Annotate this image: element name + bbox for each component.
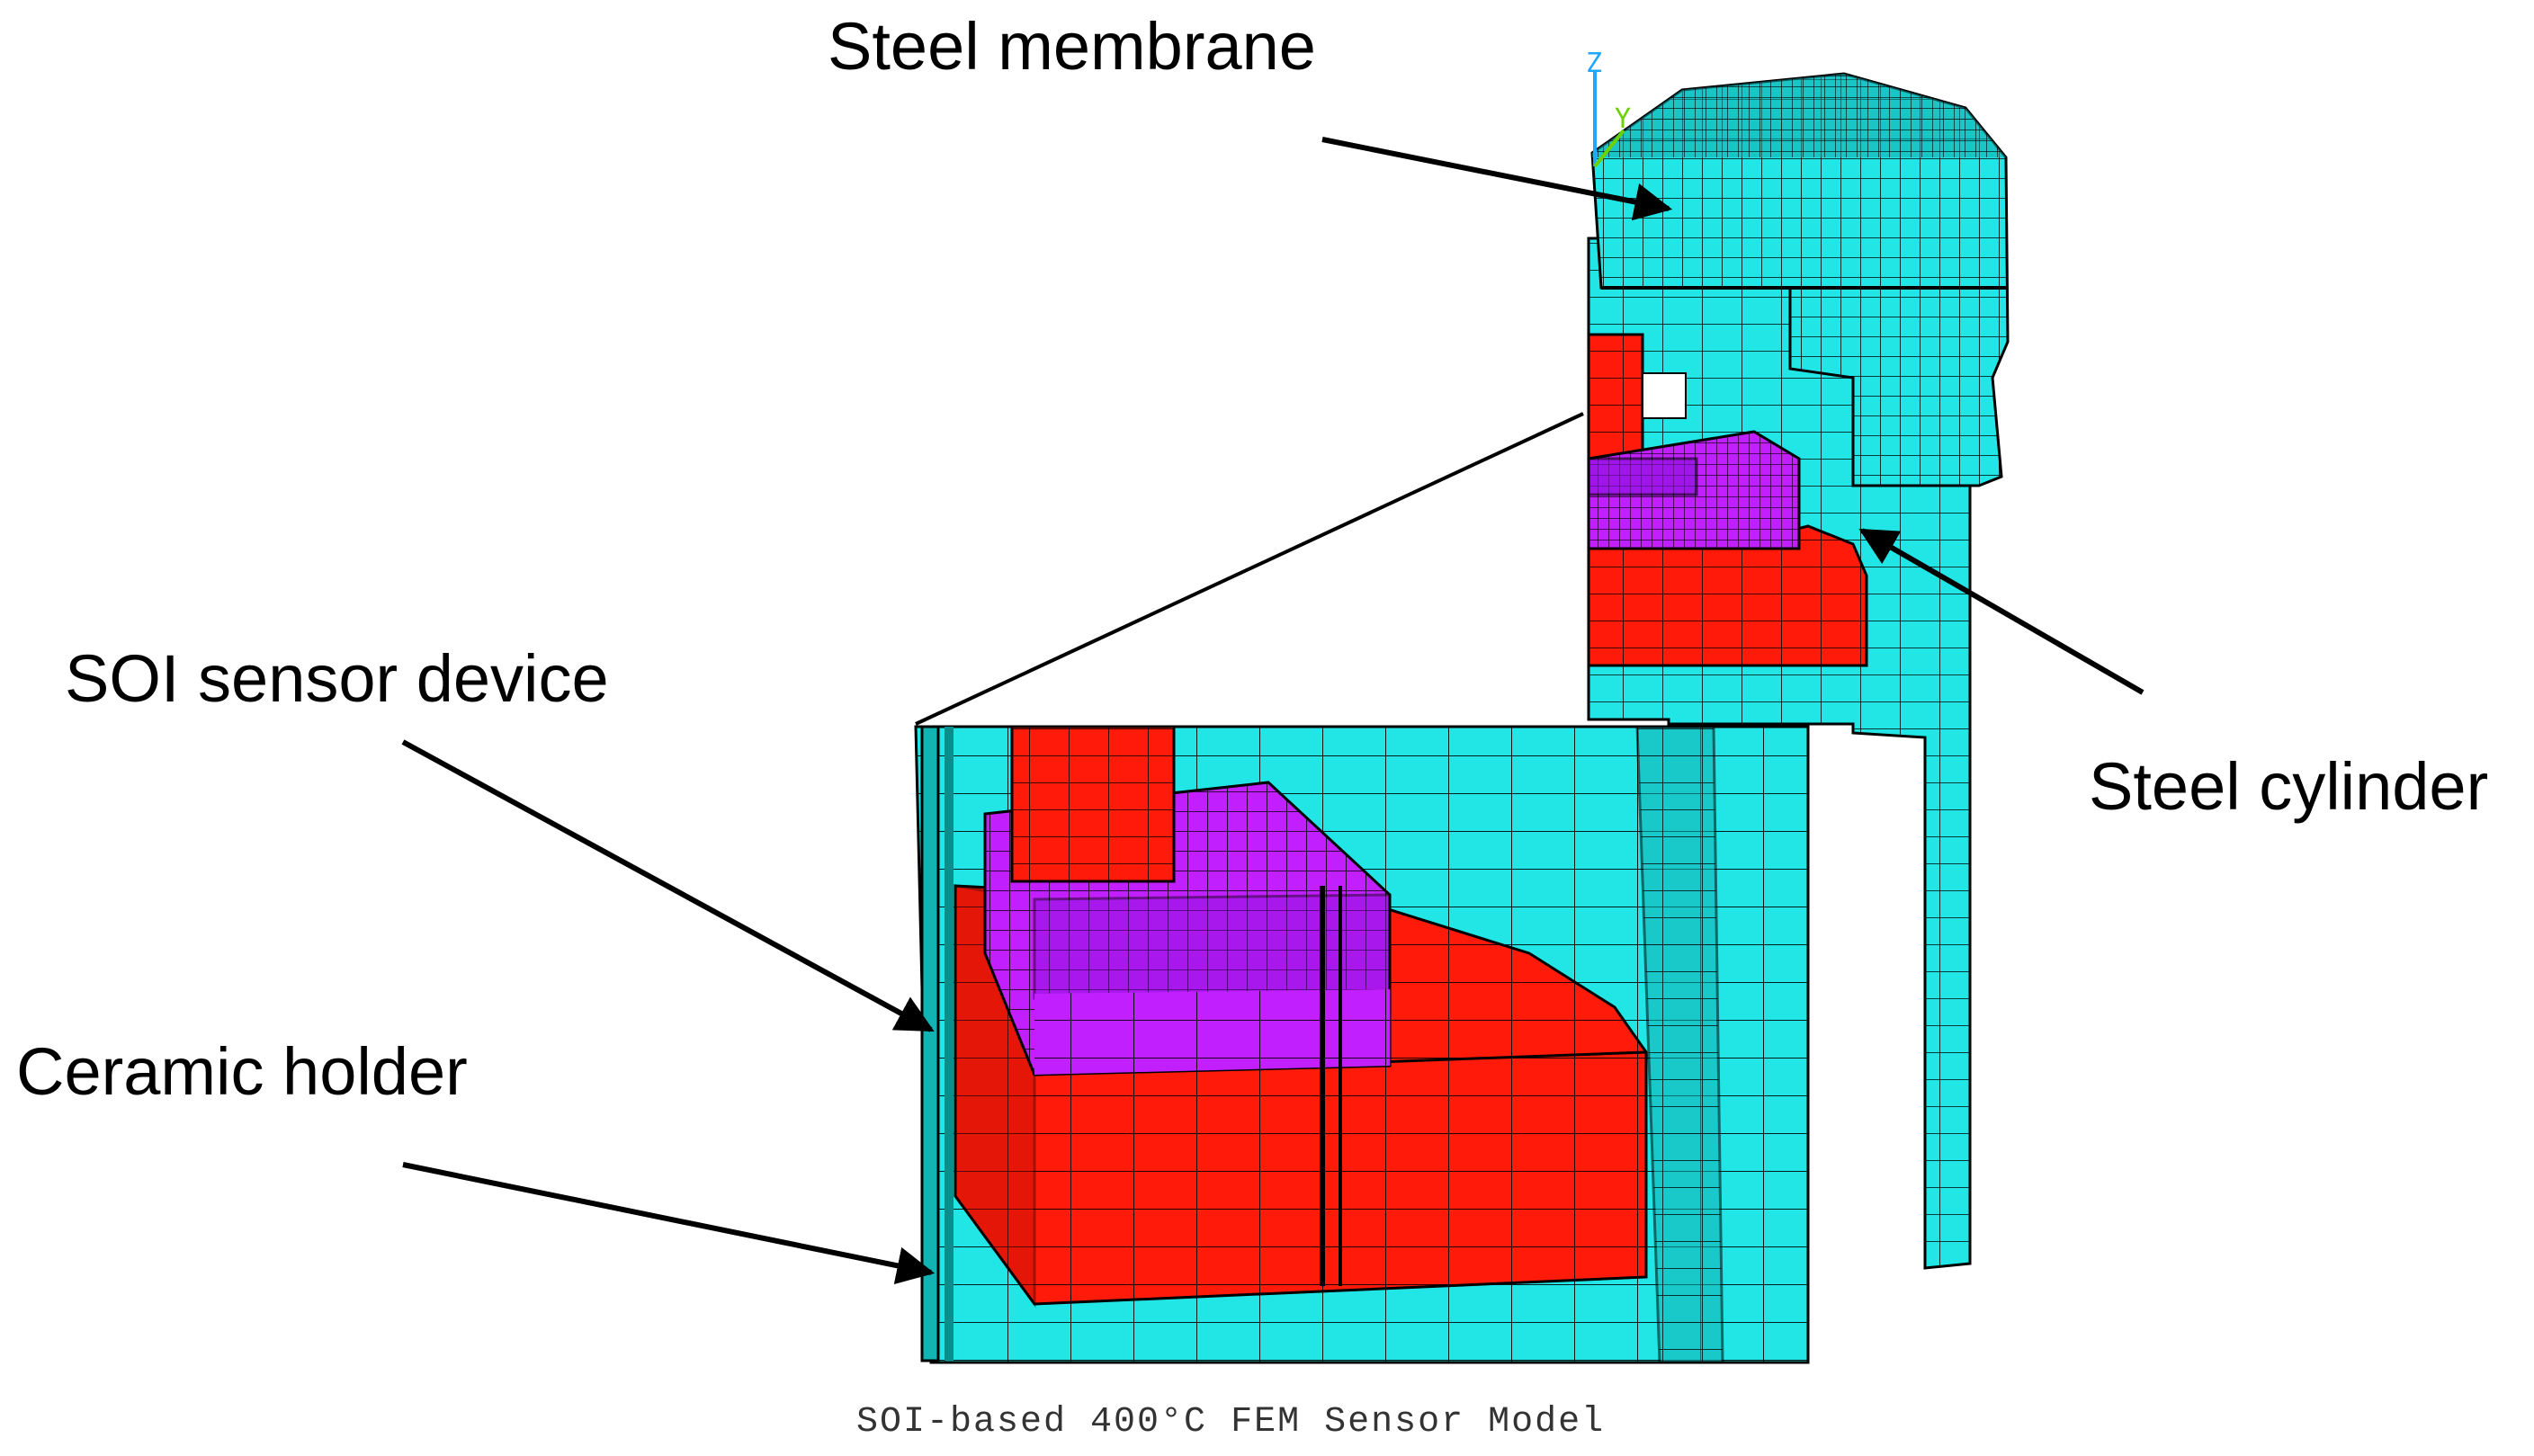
arrow-soi-sensor [401,739,935,1032]
arrow-ceramic-holder [402,1162,936,1285]
arrow-steel-cylinder [1858,528,2144,695]
figure-caption: SOI-based 400°C FEM Sensor Model [856,1402,1606,1443]
axis-y-label: Y [1615,103,1631,135]
upper-model: Z Y [1586,48,2010,1270]
label-soi-sensor-device: SOI sensor device [65,641,609,716]
zoom-connector-line [915,412,1584,726]
arrow-steel-membrane [1321,137,1673,221]
label-steel-membrane: Steel membrane [828,9,1316,84]
label-steel-cylinder: Steel cylinder [2089,749,2489,824]
axis-z-label: Z [1586,48,1602,79]
enlarged-detail [914,725,1810,1364]
label-ceramic-holder: Ceramic holder [16,1034,468,1109]
